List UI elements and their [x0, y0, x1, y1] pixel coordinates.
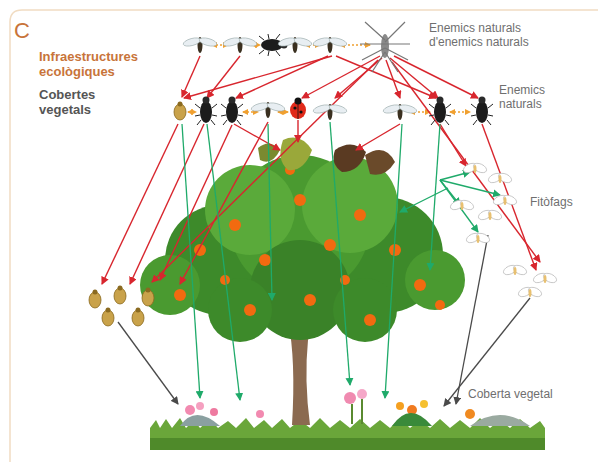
level-label: Coberta vegetal	[466, 388, 555, 402]
group-heading: Infraestructures ecològiques	[37, 50, 171, 80]
level-label: Enemics naturals d'enemics naturals	[427, 22, 571, 50]
panel-letter: C	[12, 18, 32, 43]
level-label: Fitòfags	[528, 196, 575, 210]
wasp	[360, 22, 410, 72]
group-heading: Cobertes vegetals	[37, 88, 141, 118]
level-label: Enemics naturals	[497, 84, 571, 112]
